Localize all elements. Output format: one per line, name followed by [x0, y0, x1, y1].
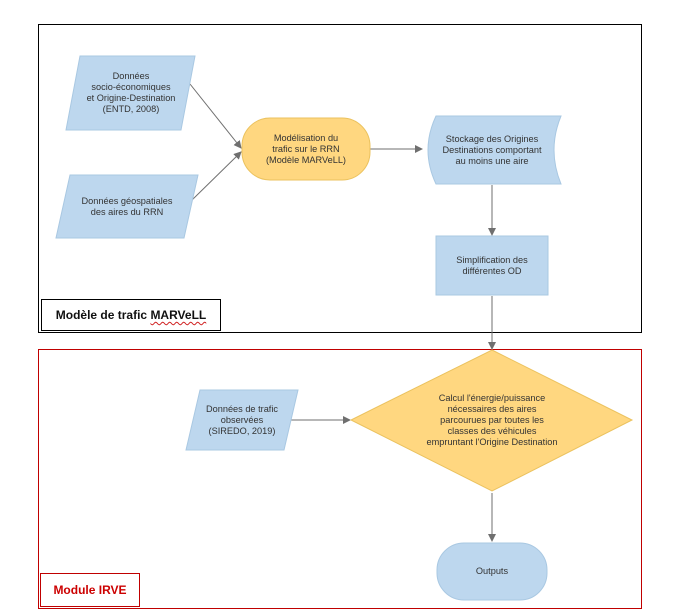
- simplification-label: Simplification des différentes OD: [456, 254, 528, 276]
- irve-label: Module IRVE: [53, 583, 127, 597]
- calcul-node: [349, 349, 634, 492]
- marvell-label-name: MARVeLL: [150, 308, 207, 322]
- modelisation-label: Modélisation du trafic sur le RRN (Modèl…: [265, 132, 346, 165]
- irve-label-box: [40, 573, 140, 607]
- calcul-label: Calcul l'énergie/puissance nécessaires d…: [426, 392, 558, 447]
- irve-container: [38, 349, 642, 609]
- stockage-label: Stockage des Origines Destinations compo…: [442, 133, 542, 166]
- geo-data-label: Données géospatiales des aires du RRN: [81, 195, 173, 217]
- outputs-node: [436, 542, 548, 601]
- geo-data-node: [55, 174, 199, 239]
- arrow-geo-to-model: [191, 151, 242, 201]
- socio-data-label: Données socio-économiques et Origine-Des…: [86, 71, 176, 114]
- traffic-obs-node: [185, 389, 299, 451]
- outputs-label: Outputs: [475, 566, 509, 576]
- modelisation-node: [241, 117, 371, 181]
- marvell-label-prefix: Modèle de trafic: [55, 308, 151, 322]
- socio-data-node: [65, 55, 196, 131]
- traffic-obs-label: Données de trafic observées (SIREDO, 201…: [205, 403, 278, 436]
- marvell-container: [38, 24, 642, 333]
- stockage-node: [427, 115, 562, 185]
- marvell-label-box: [41, 299, 221, 331]
- simplification-node: [435, 235, 549, 296]
- arrow-socio-to-model: [189, 83, 242, 149]
